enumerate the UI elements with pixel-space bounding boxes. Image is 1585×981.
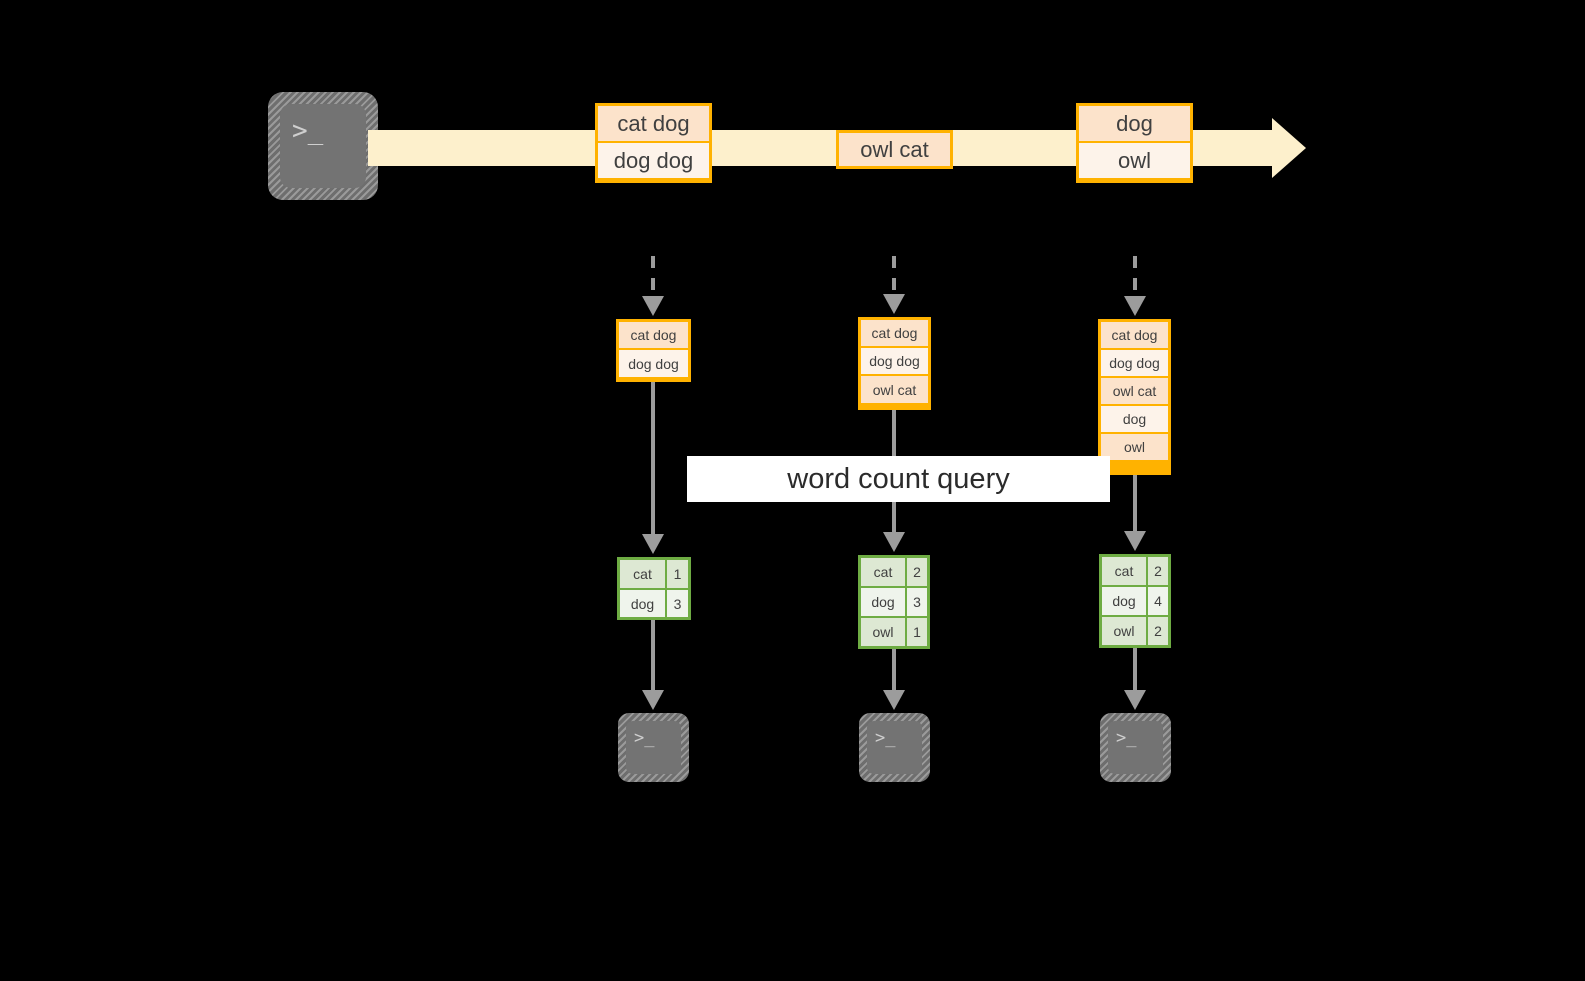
snapshot-input-row: cat dog: [861, 320, 928, 346]
stream-event-line: dog: [1079, 106, 1190, 141]
result-word-cell: cat: [620, 560, 665, 588]
result-count-cell: 3: [907, 588, 927, 616]
stream-event-line: dog dog: [598, 143, 709, 178]
dashed-down-arrow-head-icon: [883, 294, 905, 314]
dashed-down-arrow-icon: [892, 256, 896, 296]
query-label-band: word count query: [687, 456, 1110, 502]
stream-event-group-3: dog owl: [1076, 103, 1193, 183]
stream-event-line: owl cat: [839, 133, 950, 166]
snapshot-1-consumer-terminal-icon: >_: [618, 713, 689, 782]
consumer-terminal-body: >_: [1108, 721, 1163, 774]
result-word-cell: dog: [1102, 587, 1146, 615]
producer-prompt-glyph: >_: [292, 116, 324, 146]
snapshot-3-output-arrow-icon: [1133, 648, 1137, 692]
snapshot-input-row: dog dog: [619, 350, 688, 377]
snapshot-3-query-arrow-head-icon: [1124, 531, 1146, 551]
snapshot-3-input-table: cat dog dog dog owl cat dog owl: [1098, 319, 1171, 475]
result-word-cell: cat: [861, 558, 905, 587]
consumer-prompt-glyph: >_: [875, 728, 896, 748]
result-row: owl 1: [861, 617, 927, 646]
snapshot-1-output-arrow-head-icon: [642, 690, 664, 710]
snapshot-1-input-table: cat dog dog dog: [616, 319, 691, 382]
snapshot-input-row: dog dog: [1101, 350, 1168, 376]
result-count-cell: 2: [907, 558, 927, 587]
result-word-cell: cat: [1102, 557, 1146, 586]
result-count-cell: 2: [1148, 557, 1168, 586]
dashed-down-arrow-icon: [651, 256, 655, 298]
snapshot-input-row: owl cat: [1101, 378, 1168, 404]
consumer-prompt-glyph: >_: [634, 728, 655, 748]
result-word-cell: owl: [1102, 616, 1146, 645]
snapshot-input-row: cat dog: [1101, 322, 1168, 348]
result-row: dog 3: [620, 590, 688, 617]
result-count-cell: 4: [1148, 587, 1168, 615]
result-word-cell: owl: [861, 617, 905, 646]
stream-event-group-1: cat dog dog dog: [595, 103, 712, 183]
stream-arrow-head-icon: [1272, 118, 1306, 178]
snapshot-input-row: owl: [1101, 434, 1168, 460]
result-count-cell: 1: [907, 617, 927, 646]
snapshot-2-consumer-terminal-icon: >_: [859, 713, 930, 782]
snapshot-1-result-table: cat 1 dog 3: [617, 557, 691, 620]
stream-event-line: owl: [1079, 143, 1190, 178]
result-count-cell: 1: [667, 560, 688, 588]
result-count-cell: 3: [667, 590, 688, 617]
result-row: dog 3: [861, 588, 927, 616]
snapshot-3-output-arrow-head-icon: [1124, 690, 1146, 710]
snapshot-input-row: dog dog: [861, 348, 928, 374]
snapshot-2-result-table: cat 2 dog 3 owl 1: [858, 555, 930, 649]
result-row: cat 2: [1102, 557, 1168, 586]
dashed-down-arrow-head-icon: [642, 296, 664, 316]
snapshot-2-output-arrow-head-icon: [883, 690, 905, 710]
result-row: owl 2: [1102, 616, 1168, 645]
snapshot-3-consumer-terminal-icon: >_: [1100, 713, 1171, 782]
snapshot-2-output-arrow-icon: [892, 649, 896, 692]
snapshot-3-result-table: cat 2 dog 4 owl 2: [1099, 554, 1171, 648]
snapshot-1-query-arrow-head-icon: [642, 534, 664, 554]
query-label: word count query: [787, 462, 1010, 495]
snapshot-input-row: owl cat: [861, 376, 928, 403]
dashed-down-arrow-head-icon: [1124, 296, 1146, 316]
stream-event-line: cat dog: [598, 106, 709, 141]
result-row: cat 2: [861, 558, 927, 587]
producer-terminal-body: >_: [280, 104, 366, 188]
consumer-prompt-glyph: >_: [1116, 728, 1137, 748]
snapshot-1-output-arrow-icon: [651, 620, 655, 692]
snapshot-1-query-arrow-icon: [651, 382, 655, 536]
snapshot-input-row: cat dog: [619, 322, 688, 348]
consumer-terminal-body: >_: [626, 721, 681, 774]
result-count-cell: 2: [1148, 616, 1168, 645]
result-word-cell: dog: [861, 588, 905, 616]
snapshot-2-input-table: cat dog dog dog owl cat: [858, 317, 931, 410]
snapshot-3-query-arrow-icon: [1133, 475, 1137, 533]
result-word-cell: dog: [620, 590, 665, 617]
consumer-terminal-body: >_: [867, 721, 922, 774]
snapshot-2-query-arrow-head-icon: [883, 532, 905, 552]
snapshot-input-row: dog: [1101, 406, 1168, 432]
result-row: cat 1: [620, 560, 688, 588]
stream-event-group-2: owl cat: [836, 130, 953, 169]
dashed-down-arrow-icon: [1133, 256, 1137, 298]
producer-terminal-icon: >_: [268, 92, 378, 200]
result-row: dog 4: [1102, 587, 1168, 615]
